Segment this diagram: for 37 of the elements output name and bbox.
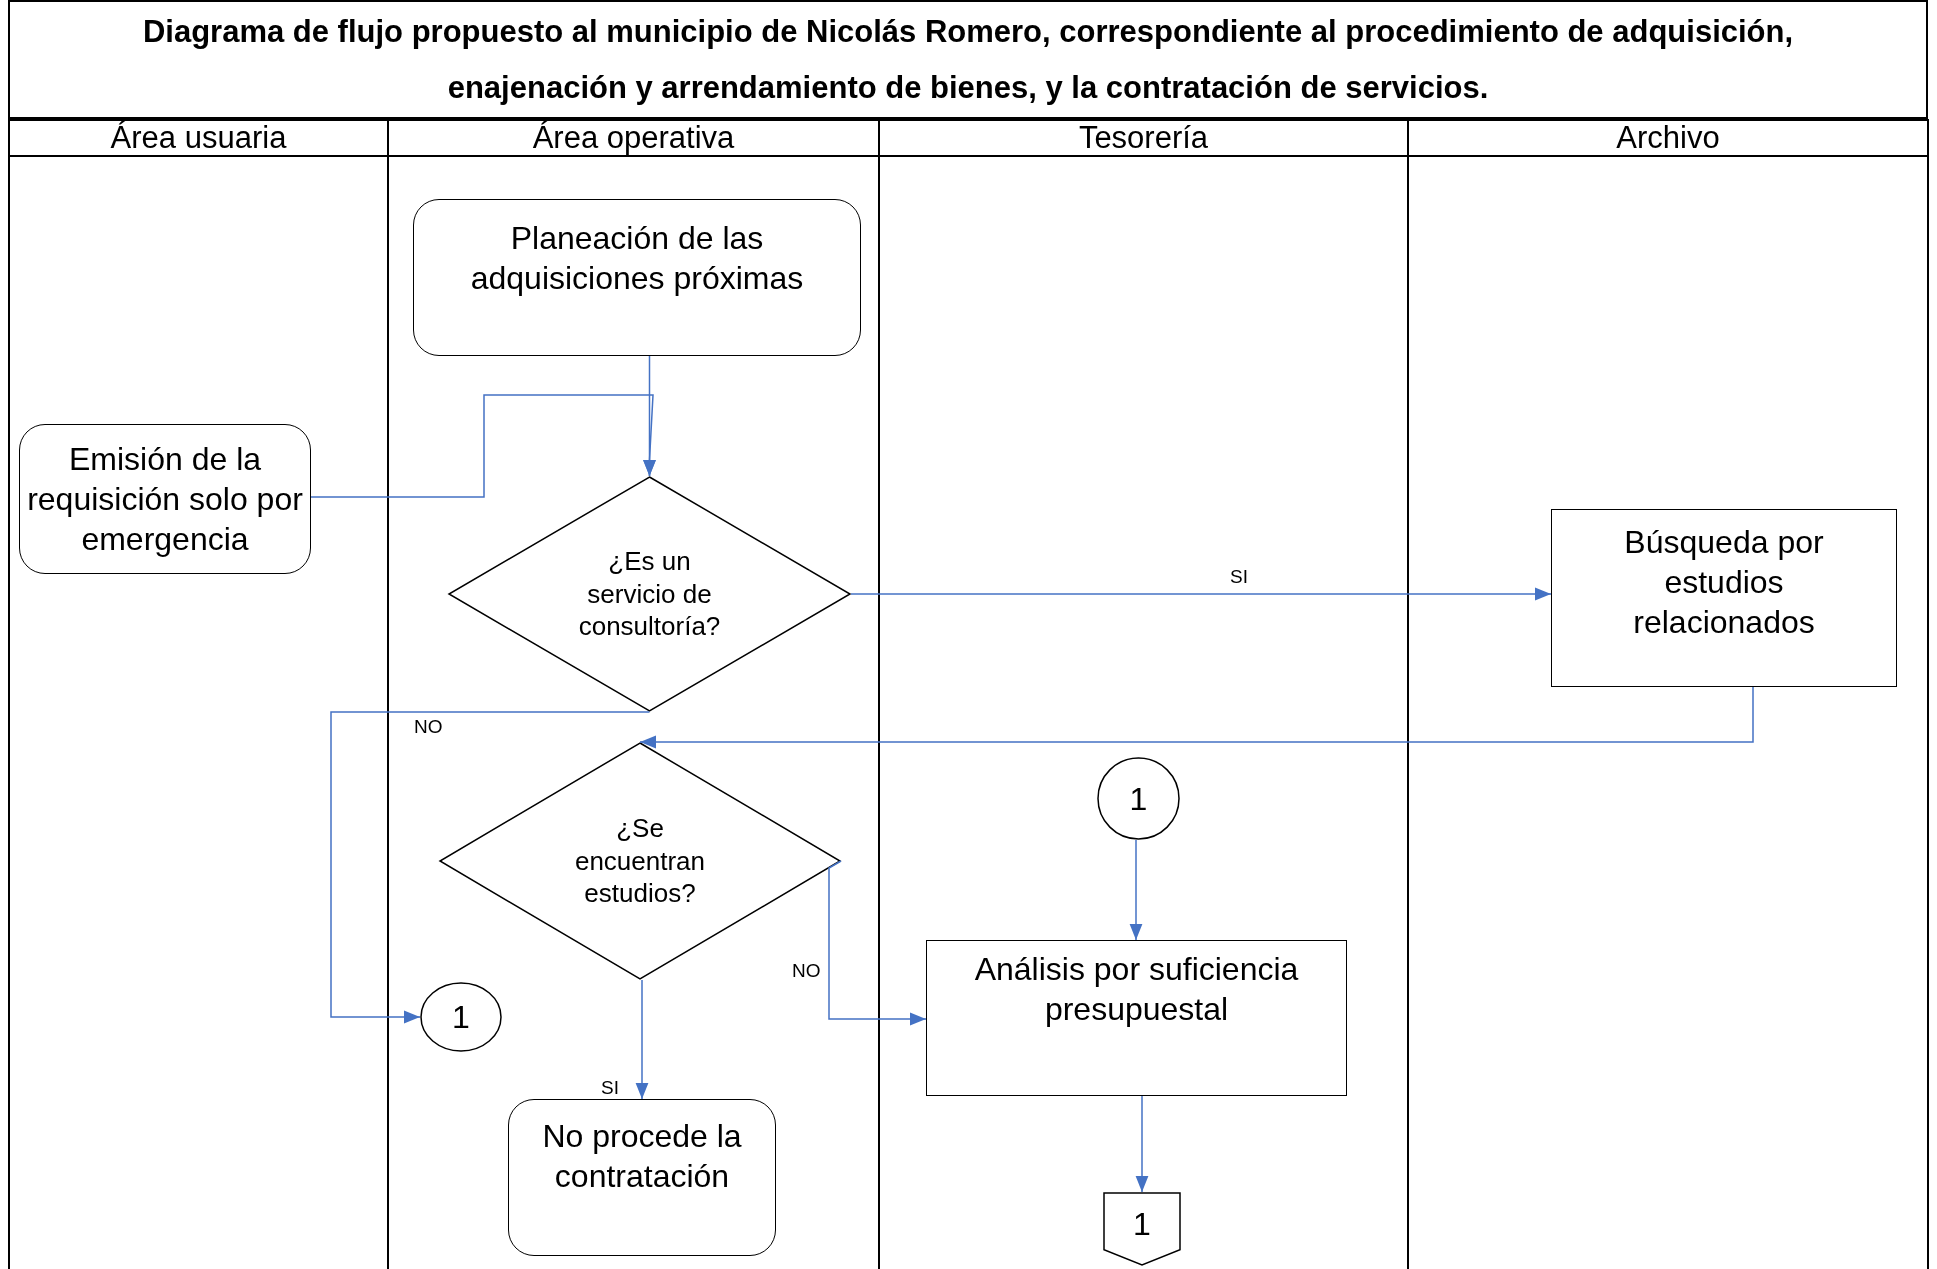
node-text: 1 (1133, 1205, 1151, 1244)
node-text: Búsqueda por estudios relacionados (1623, 523, 1825, 642)
swimlane (387, 119, 878, 1269)
node-text: 1 (452, 998, 470, 1037)
rounded-process-box (19, 424, 311, 574)
node-text: ¿Se encuentran estudios? (573, 812, 707, 910)
arrow (310, 394, 656, 498)
lane-header: Tesorería (1078, 120, 1209, 156)
process-box (926, 940, 1347, 1096)
lane-header: Archivo (1616, 120, 1720, 156)
decision-diamond (448, 476, 851, 712)
arrow (330, 711, 651, 1024)
node-text: No procede la contratación (541, 1117, 743, 1196)
arrow (828, 860, 927, 1026)
swimlane (8, 119, 387, 1269)
node-text: Planeación de las adquisiciones próximas (469, 219, 805, 298)
arrow (1135, 1095, 1149, 1193)
decision-diamond (439, 742, 841, 980)
arrow (1129, 839, 1143, 941)
rounded-process-box (508, 1099, 776, 1256)
connector-circle (420, 982, 502, 1052)
process-box (1551, 509, 1897, 687)
lane-header: Área usuaria (110, 120, 287, 156)
lane-header: Área operativa (532, 120, 735, 156)
swimlane (878, 119, 1407, 1269)
node-text: ¿Es un servicio de consultoría? (577, 545, 722, 643)
off-page-connector (1103, 1192, 1181, 1266)
connector-circle (1097, 757, 1180, 840)
arrow (635, 979, 649, 1100)
node-text: Análisis por suficiencia presupuestal (973, 950, 1300, 1029)
arrow (639, 686, 1754, 749)
node-text: 1 (1129, 779, 1148, 819)
title: Diagrama de flujo propuesto al municipio de Nicolás Romero, correspondiente al procedimiento de adquisición, enajenación y arrendamiento de bienes, y la contratación de servicios. (141, 12, 1795, 107)
node-text: Emisión de la requisición solo por emergencia (26, 440, 304, 559)
swimlane (1407, 119, 1929, 1269)
arrow (850, 587, 1552, 601)
rounded-process-box (413, 199, 861, 356)
